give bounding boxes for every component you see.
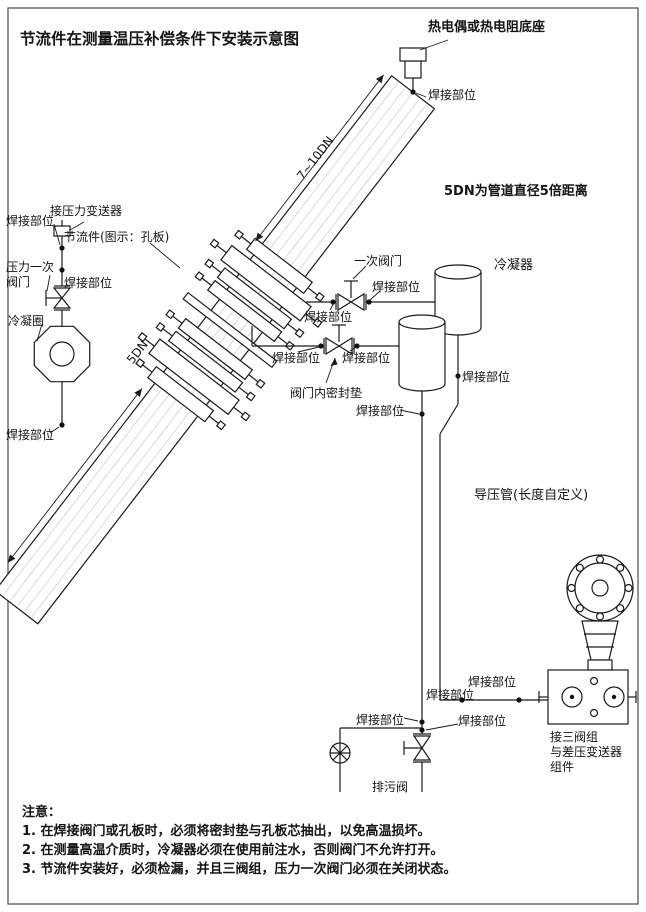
drain-assembly <box>329 727 432 792</box>
dimension-lines <box>7 74 385 564</box>
weld-dot <box>419 411 425 417</box>
weld-dot <box>59 267 65 273</box>
weld-dot <box>419 719 425 725</box>
weld-dot <box>459 697 465 703</box>
three-valve-group-label: 接三阀组 与差压变送器 组件 <box>550 730 623 774</box>
condensing-ring-label: 冷凝圈 <box>8 314 45 328</box>
dp-transmitter <box>538 554 637 725</box>
weld-dot <box>330 299 336 305</box>
note-item: 1. 在焊接阀门或孔板时，必须将密封垫与孔板芯抽出，以免高温损坏。 <box>22 823 431 839</box>
leader-lines <box>36 39 459 731</box>
drain-valve-symbol <box>412 735 432 750</box>
weld-label-tap-bottom: 焊接部位 <box>6 428 55 442</box>
valve-gasket-label: 阀门内密封垫 <box>290 386 363 400</box>
thermocouple-base-label: 热电偶或热电阻底座 <box>428 20 546 35</box>
condenser-label: 冷凝器 <box>494 258 534 273</box>
weld-dot <box>410 89 416 95</box>
weld-label-manifold-1: 焊接部位 <box>468 675 517 689</box>
weld-label-manifold-2: 焊接部位 <box>426 688 475 702</box>
primary-valve-1 <box>337 292 353 312</box>
notes-block: 注意： 1. 在焊接阀门或孔板时，必须将密封垫与孔板芯抽出，以免高温损坏。 2.… <box>22 804 457 879</box>
note-item: 3. 节流件安装好，必须检漏，并且三阀组，压力一次阀门必须在关闭状态。 <box>22 861 457 877</box>
impulse-line-upper <box>306 280 435 312</box>
weld-label-valve2-right: 焊接部位 <box>342 351 391 365</box>
manifold-connection <box>440 697 548 703</box>
dn5-distance-note: 5DN为管道直径5倍距离 <box>444 184 588 199</box>
pressure-transmitter-label: 接压力变送器 <box>50 204 123 218</box>
notes-heading: 注意： <box>22 805 62 820</box>
weld-label-valve1-right: 焊接部位 <box>372 280 421 294</box>
primary-valve-2 <box>325 336 341 356</box>
weld-label-downpipe-top: 焊接部位 <box>356 404 405 418</box>
weld-label-valve2-left: 焊接部位 <box>272 351 321 365</box>
note-item: 2. 在测量高温介质时，冷凝器必须在使用前注水，否则阀门不允许打开。 <box>22 842 444 858</box>
orifice-flange-assembly <box>135 229 325 431</box>
condenser-b <box>398 314 446 392</box>
weld-label-condenser: 焊接部位 <box>462 370 511 384</box>
impulse-line-lower <box>251 324 399 356</box>
weld-dot <box>59 245 65 251</box>
weld-dot <box>516 697 522 703</box>
impulse-downpipes <box>419 335 461 734</box>
weld-label-thermowell: 焊接部位 <box>428 88 477 102</box>
three-valve-manifold <box>538 669 637 725</box>
weld-dot <box>455 373 461 379</box>
page-title: 节流件在测量温压补偿条件下安装示意图 <box>20 30 300 48</box>
thermowell <box>399 47 427 95</box>
weld-dot <box>366 299 372 305</box>
weld-dot <box>59 422 65 428</box>
weld-label-tap-valve: 焊接部位 <box>64 276 113 290</box>
weld-dot <box>419 727 425 733</box>
orifice-plate <box>182 291 278 369</box>
weld-label-valve1-left: 焊接部位 <box>304 310 353 324</box>
weld-dot <box>318 343 324 349</box>
pressure-primary-valve-label: 压力一次 阀门 <box>6 260 55 289</box>
weld-label-drain-right: 焊接部位 <box>458 714 507 728</box>
weld-label-tap-top: 焊接部位 <box>6 214 55 228</box>
impulse-pipe-label: 导压管(长度自定义) <box>474 488 589 503</box>
primary-valve-label: 一次阀门 <box>354 254 403 268</box>
pressure-tap-assembly <box>33 220 91 428</box>
primary-pressure-valve <box>52 287 72 299</box>
main-pipe <box>0 74 436 625</box>
drain-valve-label: 排污阀 <box>372 780 409 794</box>
throttle-device-label: 节流件(图示：孔板) <box>64 230 170 244</box>
weld-label-drain-left: 焊接部位 <box>356 713 405 727</box>
